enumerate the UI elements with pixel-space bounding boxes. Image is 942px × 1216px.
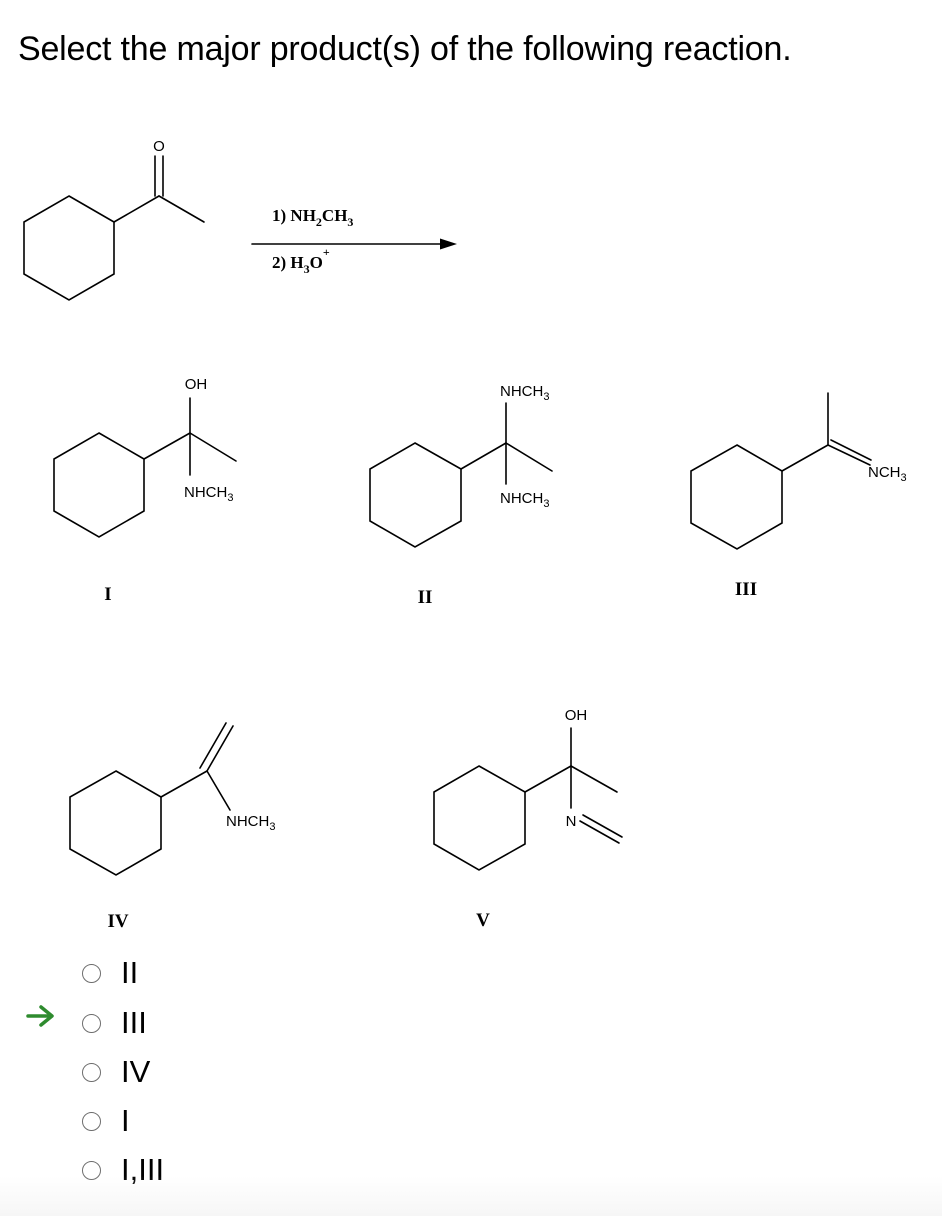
option-iii[interactable]: III: [82, 1005, 147, 1041]
reagent-1: 1) NH2CH3: [272, 206, 353, 229]
question-text: Select the major product(s) of the follo…: [18, 30, 792, 68]
structure-II: NHCH3 NHCH3 II: [369, 383, 553, 608]
option-label: II: [121, 955, 139, 990]
structure-V-oh: OH: [565, 707, 588, 724]
structure-V-label: V: [476, 910, 490, 931]
radio-button[interactable]: [82, 1062, 101, 1082]
reaction-arrow: [251, 238, 457, 250]
option-ii[interactable]: II: [82, 955, 138, 991]
option-iv[interactable]: IV: [82, 1054, 150, 1090]
option-i[interactable]: I: [82, 1103, 130, 1139]
structure-II-label: II: [418, 587, 433, 608]
structure-II-top-nhch3: NHCH3: [500, 383, 549, 403]
option-label: I: [121, 1103, 130, 1138]
structure-IV-label: IV: [107, 911, 128, 932]
selected-answer-arrow-icon: [26, 1005, 54, 1027]
radio-button[interactable]: [82, 1013, 101, 1033]
carbonyl-oxygen: O: [153, 138, 165, 155]
bottom-fade: [0, 1176, 942, 1216]
structure-I-nhch3: NHCH3: [184, 484, 233, 504]
reactant-structure: O: [23, 138, 205, 301]
structure-III: NCH3 III: [690, 392, 907, 600]
structure-V-nitrogen: N: [566, 813, 577, 830]
structure-I-oh: OH: [185, 376, 208, 393]
structure-III-nch3: NCH3: [868, 464, 907, 484]
structure-IV-nhch3: NHCH3: [226, 813, 275, 833]
radio-button[interactable]: [82, 963, 101, 983]
radio-button[interactable]: [82, 1111, 101, 1131]
option-label: III: [121, 1005, 147, 1040]
structure-I: OH NHCH3 I: [53, 376, 237, 605]
structure-IV: NHCH3 IV: [69, 722, 275, 932]
option-label: IV: [121, 1054, 151, 1089]
reactant-ring: [23, 195, 115, 301]
structure-V: OH N V: [433, 707, 623, 931]
reagent-2: 2) H3O+: [272, 245, 330, 276]
structure-I-label: I: [104, 584, 111, 605]
structure-III-label: III: [735, 579, 757, 600]
structure-II-bottom-nhch3: NHCH3: [500, 490, 549, 510]
